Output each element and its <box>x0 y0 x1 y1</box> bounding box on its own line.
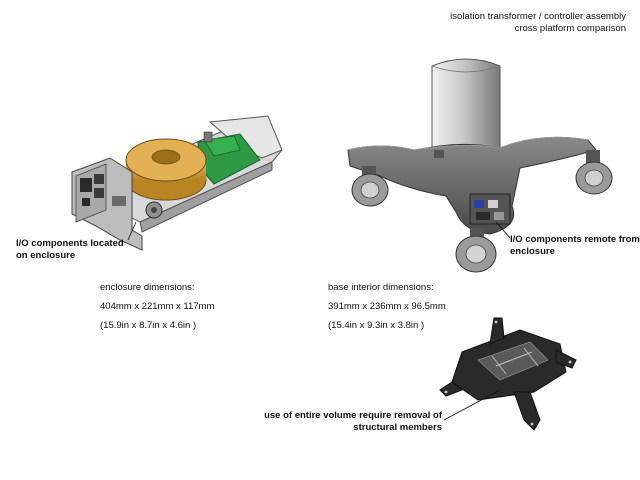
caster-wheel <box>455 228 497 273</box>
caster-wheel <box>351 166 389 207</box>
enclosure-dims-heading: enclosure dimensions: <box>100 282 195 293</box>
leader-line-enclosure-io <box>127 221 137 241</box>
io-connector <box>94 188 104 198</box>
enclosure-dims-in: (15.9in x 8.7in x 4.6in ) <box>100 320 197 331</box>
structural-frame <box>439 317 577 431</box>
caster-wheel <box>434 150 444 158</box>
leader-line-structural-note <box>443 389 501 421</box>
cart-base-legs <box>347 136 597 235</box>
enclosure-dimensions: enclosure dimensions: 404mm x 221mm x 11… <box>100 282 214 332</box>
remote-io-label: I/O components remote from enclosure <box>510 234 640 258</box>
title-block: isolation transformer / controller assem… <box>450 11 626 35</box>
enclosure-side-rail <box>139 161 273 233</box>
structural-note-line2: structural members <box>353 422 442 433</box>
io-connector <box>474 200 484 208</box>
frame-arm <box>513 391 541 431</box>
leader-line-remote-io <box>495 221 511 239</box>
io-connector <box>82 198 90 206</box>
io-connector <box>112 196 126 206</box>
base-dims-in: (15.4in x 9.3in x 3.8in ) <box>328 320 425 331</box>
io-connector <box>80 178 92 192</box>
pcb-board-small <box>203 135 241 157</box>
enclosure-dims-mm: 404mm x 221mm x 117mm <box>100 301 215 312</box>
io-connector <box>488 200 498 208</box>
frame-arm <box>489 317 505 345</box>
base-dims-heading: base interior dimensions: <box>328 282 434 293</box>
base-dims-mm: 391mm x 236mm x 96.5mm <box>328 301 446 312</box>
caster-wheel <box>575 150 613 195</box>
terminal-block <box>203 131 213 143</box>
base-dimensions: base interior dimensions: 391mm x 236mm … <box>328 282 446 332</box>
frame-arm <box>555 349 577 369</box>
enclosure-assembly <box>71 115 283 251</box>
io-connector <box>494 212 504 220</box>
structural-note: use of entire volume require removal of … <box>264 410 442 434</box>
remote-io-label-line1: I/O components remote from <box>510 234 640 245</box>
enclosure-io-label-line2: on enclosure <box>16 250 76 261</box>
toroid-hole <box>151 149 181 165</box>
enclosure-io-label-line1: I/O components located <box>16 238 124 249</box>
title-line-2: cross platform comparison <box>514 23 626 34</box>
remote-io-label-line2: enclosure <box>510 246 555 257</box>
structural-note-line1: use of entire volume require removal of <box>264 410 442 421</box>
title-line-1: isolation transformer / controller assem… <box>450 11 626 22</box>
io-connector <box>94 174 104 184</box>
cart-base-assembly <box>347 58 613 273</box>
enclosure-io-label: I/O components located on enclosure <box>16 238 124 262</box>
io-connector <box>476 212 490 220</box>
